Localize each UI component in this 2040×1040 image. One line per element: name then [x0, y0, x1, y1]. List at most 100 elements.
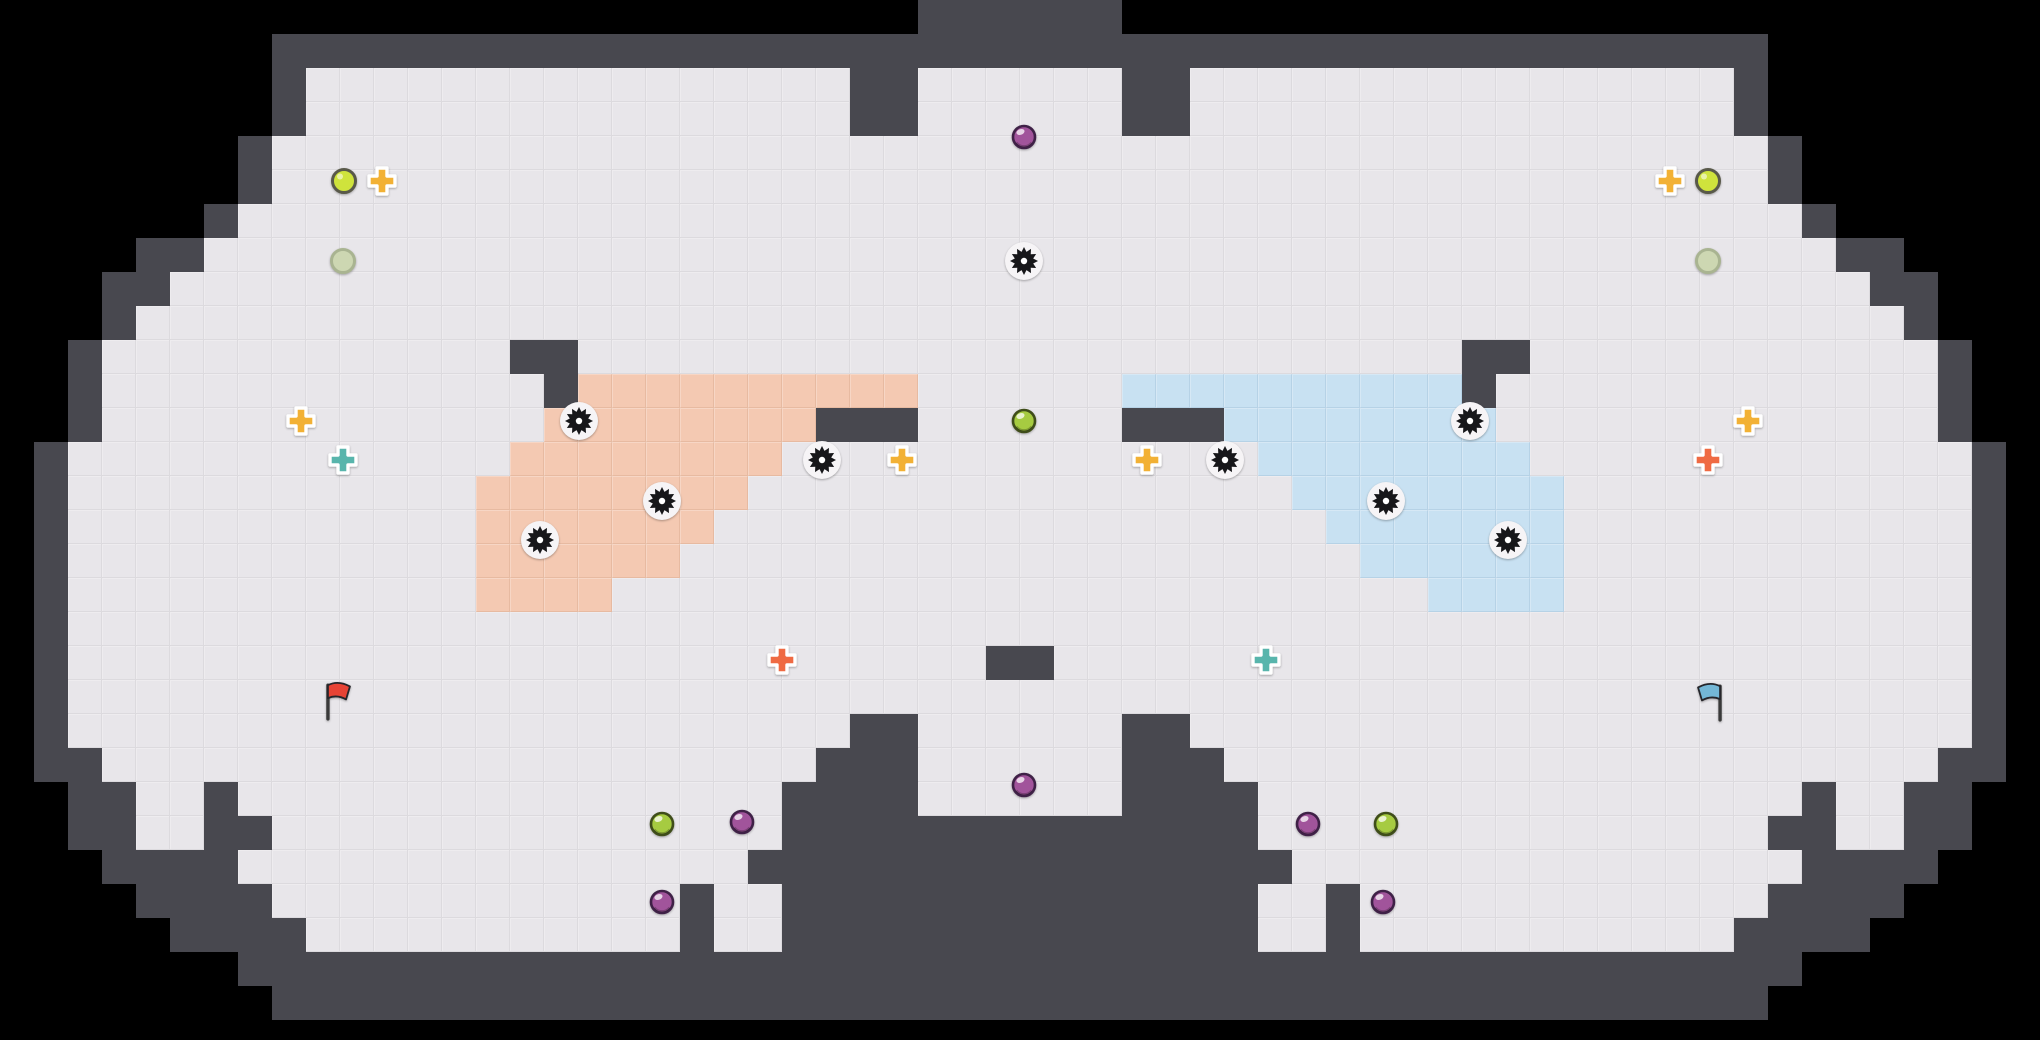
wall-tile — [1292, 34, 1326, 68]
floor-tile — [1088, 306, 1122, 340]
purple-mine[interactable] — [1008, 121, 1040, 153]
floor-tile — [884, 170, 918, 204]
purple-mine-icon — [649, 890, 674, 915]
saw-blade-hazard[interactable] — [641, 480, 683, 522]
lime-orb-pickup[interactable] — [327, 164, 361, 198]
floor-tile — [1394, 272, 1428, 306]
floor-tile — [510, 272, 544, 306]
wall-tile — [884, 68, 918, 102]
wall-tile — [1768, 136, 1802, 170]
teal-cross-pickup[interactable] — [327, 444, 359, 476]
lime-orb-pickup[interactable] — [1691, 164, 1725, 198]
lime-orb-pickup-icon — [1694, 167, 1721, 194]
floor-tile — [782, 68, 816, 102]
purple-mine[interactable] — [1367, 886, 1399, 918]
purple-mine[interactable] — [726, 806, 758, 838]
wall-tile — [1054, 34, 1088, 68]
wall-tile — [1632, 34, 1666, 68]
floor-tile — [1768, 306, 1802, 340]
floor-tile — [986, 306, 1020, 340]
wall-tile — [102, 306, 136, 340]
purple-mine[interactable] — [1292, 808, 1324, 840]
teal-cross-pickup-icon — [328, 445, 358, 476]
green-mine[interactable] — [1008, 405, 1040, 437]
floor-tile — [1836, 306, 1870, 340]
floor-tile — [1496, 238, 1530, 272]
wall-tile — [986, 34, 1020, 68]
wall-tile — [1496, 34, 1530, 68]
wall-tile — [544, 34, 578, 68]
floor-tile — [1564, 272, 1598, 306]
saw-blade-hazard[interactable] — [1204, 439, 1246, 481]
floor-tile — [1666, 68, 1700, 102]
red-team-flag[interactable] — [315, 680, 359, 724]
saw-blade-hazard[interactable] — [1449, 400, 1491, 442]
floor-tile — [238, 340, 272, 374]
purple-mine[interactable] — [646, 886, 678, 918]
floor-tile — [748, 340, 782, 374]
wall-tile — [1768, 170, 1802, 204]
floor-tile — [918, 170, 952, 204]
floor-tile — [204, 340, 238, 374]
floor-tile — [442, 238, 476, 272]
saw-blade-hazard[interactable] — [519, 519, 561, 561]
saw-blade-hazard[interactable] — [1365, 480, 1407, 522]
green-mine[interactable] — [1370, 808, 1402, 840]
floor-tile — [816, 68, 850, 102]
saw-blade-hazard[interactable] — [1003, 240, 1045, 282]
wall-tile — [510, 34, 544, 68]
red-cross-pickup[interactable] — [766, 644, 798, 676]
wall-tile — [1088, 0, 1122, 34]
wall-tile — [1904, 272, 1938, 306]
floor-tile — [646, 340, 680, 374]
floor-tile — [1462, 102, 1496, 136]
floor-tile — [578, 68, 612, 102]
wall-tile — [1598, 34, 1632, 68]
gold-cross-pickup[interactable] — [285, 405, 317, 437]
floor-tile — [1360, 102, 1394, 136]
saw-blade-hazard[interactable] — [801, 439, 843, 481]
wall-tile — [1122, 102, 1156, 136]
floor-tile — [816, 340, 850, 374]
spawn-marker[interactable] — [1691, 244, 1725, 278]
gold-cross-pickup[interactable] — [1732, 405, 1764, 437]
floor-tile — [748, 272, 782, 306]
green-mine[interactable] — [646, 808, 678, 840]
saw-blade-hazard[interactable] — [1487, 519, 1529, 561]
wall-tile — [1904, 306, 1938, 340]
floor-tile — [408, 136, 442, 170]
floor-tile — [476, 204, 510, 238]
floor-tile — [408, 68, 442, 102]
red-cross-pickup[interactable] — [1692, 444, 1724, 476]
floor-tile — [1258, 238, 1292, 272]
gold-cross-pickup[interactable] — [1131, 444, 1163, 476]
teal-cross-pickup[interactable] — [1250, 644, 1282, 676]
gold-cross-pickup[interactable] — [366, 165, 398, 197]
gold-cross-pickup[interactable] — [1654, 165, 1686, 197]
floor-tile — [1428, 68, 1462, 102]
spawn-marker[interactable] — [326, 244, 360, 278]
floor-tile — [578, 238, 612, 272]
floor-tile — [1054, 68, 1088, 102]
floor-tile — [714, 306, 748, 340]
wall-tile — [510, 340, 544, 374]
floor-tile — [272, 204, 306, 238]
purple-mine[interactable] — [1008, 769, 1040, 801]
wall-tile — [1054, 0, 1088, 34]
blue-team-flag[interactable] — [1689, 681, 1733, 725]
floor-tile — [782, 136, 816, 170]
wall-tile — [1326, 34, 1360, 68]
floor-tile — [1360, 238, 1394, 272]
wall-tile — [408, 34, 442, 68]
floor-tile — [1360, 306, 1394, 340]
wall-tile — [1190, 34, 1224, 68]
floor-tile — [918, 306, 952, 340]
floor-tile — [1632, 102, 1666, 136]
floor-tile — [408, 170, 442, 204]
floor-tile — [1190, 68, 1224, 102]
gold-cross-pickup[interactable] — [886, 444, 918, 476]
saw-blade-hazard[interactable] — [558, 400, 600, 442]
floor-tile — [544, 102, 578, 136]
floor-tile — [816, 102, 850, 136]
